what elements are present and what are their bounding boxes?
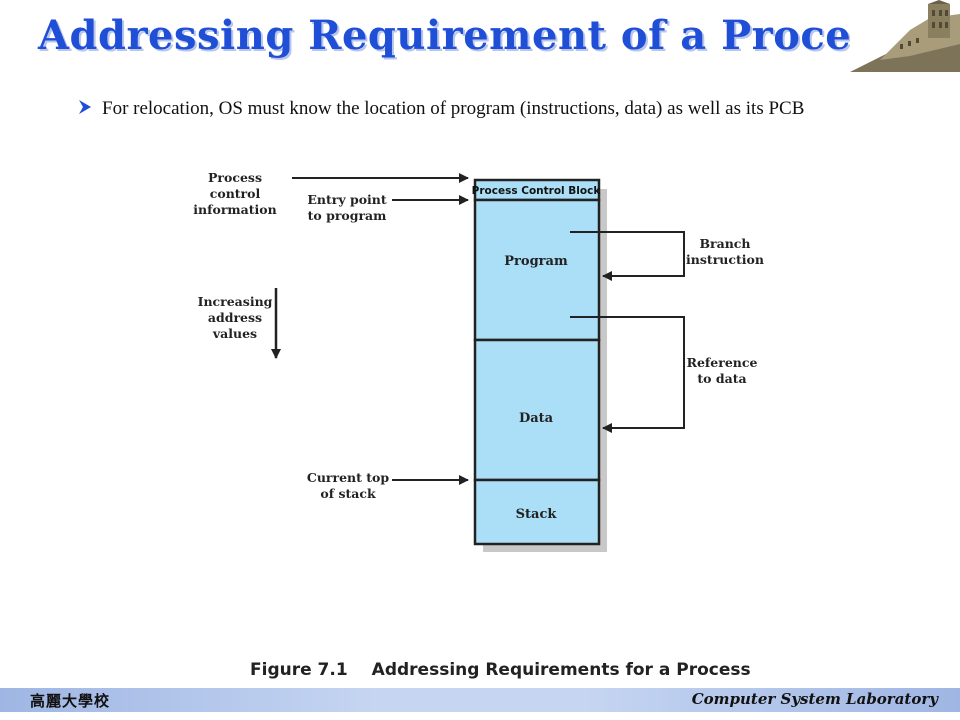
branch-label: Branch instruction xyxy=(686,236,764,268)
figure-caption-text: Addressing Requirements for a Process xyxy=(371,660,751,680)
figure-number: Figure 7.1 xyxy=(250,660,348,680)
stack-top-line-2: of stack xyxy=(320,486,376,501)
branch-line-1: Branch xyxy=(699,236,751,251)
entry-point-label: Entry point to program xyxy=(300,192,394,224)
increasing-line-1: Increasing xyxy=(197,294,273,309)
bullet-item: For relocation, OS must know the locatio… xyxy=(78,96,928,122)
data-segment xyxy=(473,338,601,482)
pcb-label: Process Control Block xyxy=(472,185,602,197)
footer-bar xyxy=(0,688,960,712)
pcb-info-label: Process control information xyxy=(182,170,288,218)
reference-arrow xyxy=(570,316,685,433)
increasing-label: Increasing address values xyxy=(190,294,280,342)
increasing-line-2: address xyxy=(207,310,263,325)
entry-point-line-2: to program xyxy=(307,208,387,223)
university-name: 高麗大學校 xyxy=(30,692,111,710)
increasing-line-3: values xyxy=(212,326,258,341)
stack-segment xyxy=(473,478,601,546)
program-label: Program xyxy=(504,254,568,269)
branch-arrow xyxy=(570,231,685,281)
page-title: Addressing Requirement of a Process xyxy=(38,12,898,59)
bullet-text: For relocation, OS must know the locatio… xyxy=(102,98,805,119)
reference-line-2: to data xyxy=(697,371,747,386)
pcb-info-line-2: information xyxy=(193,202,277,217)
stack-top-line-1: Current top xyxy=(306,470,390,485)
bullet-arrow-icon xyxy=(79,100,91,114)
program-segment xyxy=(473,198,601,342)
stack-label: Stack xyxy=(516,507,558,522)
stack-top-label: Current top of stack xyxy=(300,470,396,502)
pcb-info-line-1: Process control xyxy=(208,170,262,201)
lab-name: Computer System Laboratory xyxy=(691,690,938,708)
branch-line-2: instruction xyxy=(686,252,764,267)
data-label: Data xyxy=(519,411,554,426)
reference-label: Reference to data xyxy=(684,355,760,387)
university-building-icon xyxy=(850,0,960,72)
entry-point-line-1: Entry point xyxy=(307,192,387,207)
figure-caption: Figure 7.1 Addressing Requirements for a … xyxy=(250,660,751,680)
reference-line-1: Reference xyxy=(686,355,758,370)
